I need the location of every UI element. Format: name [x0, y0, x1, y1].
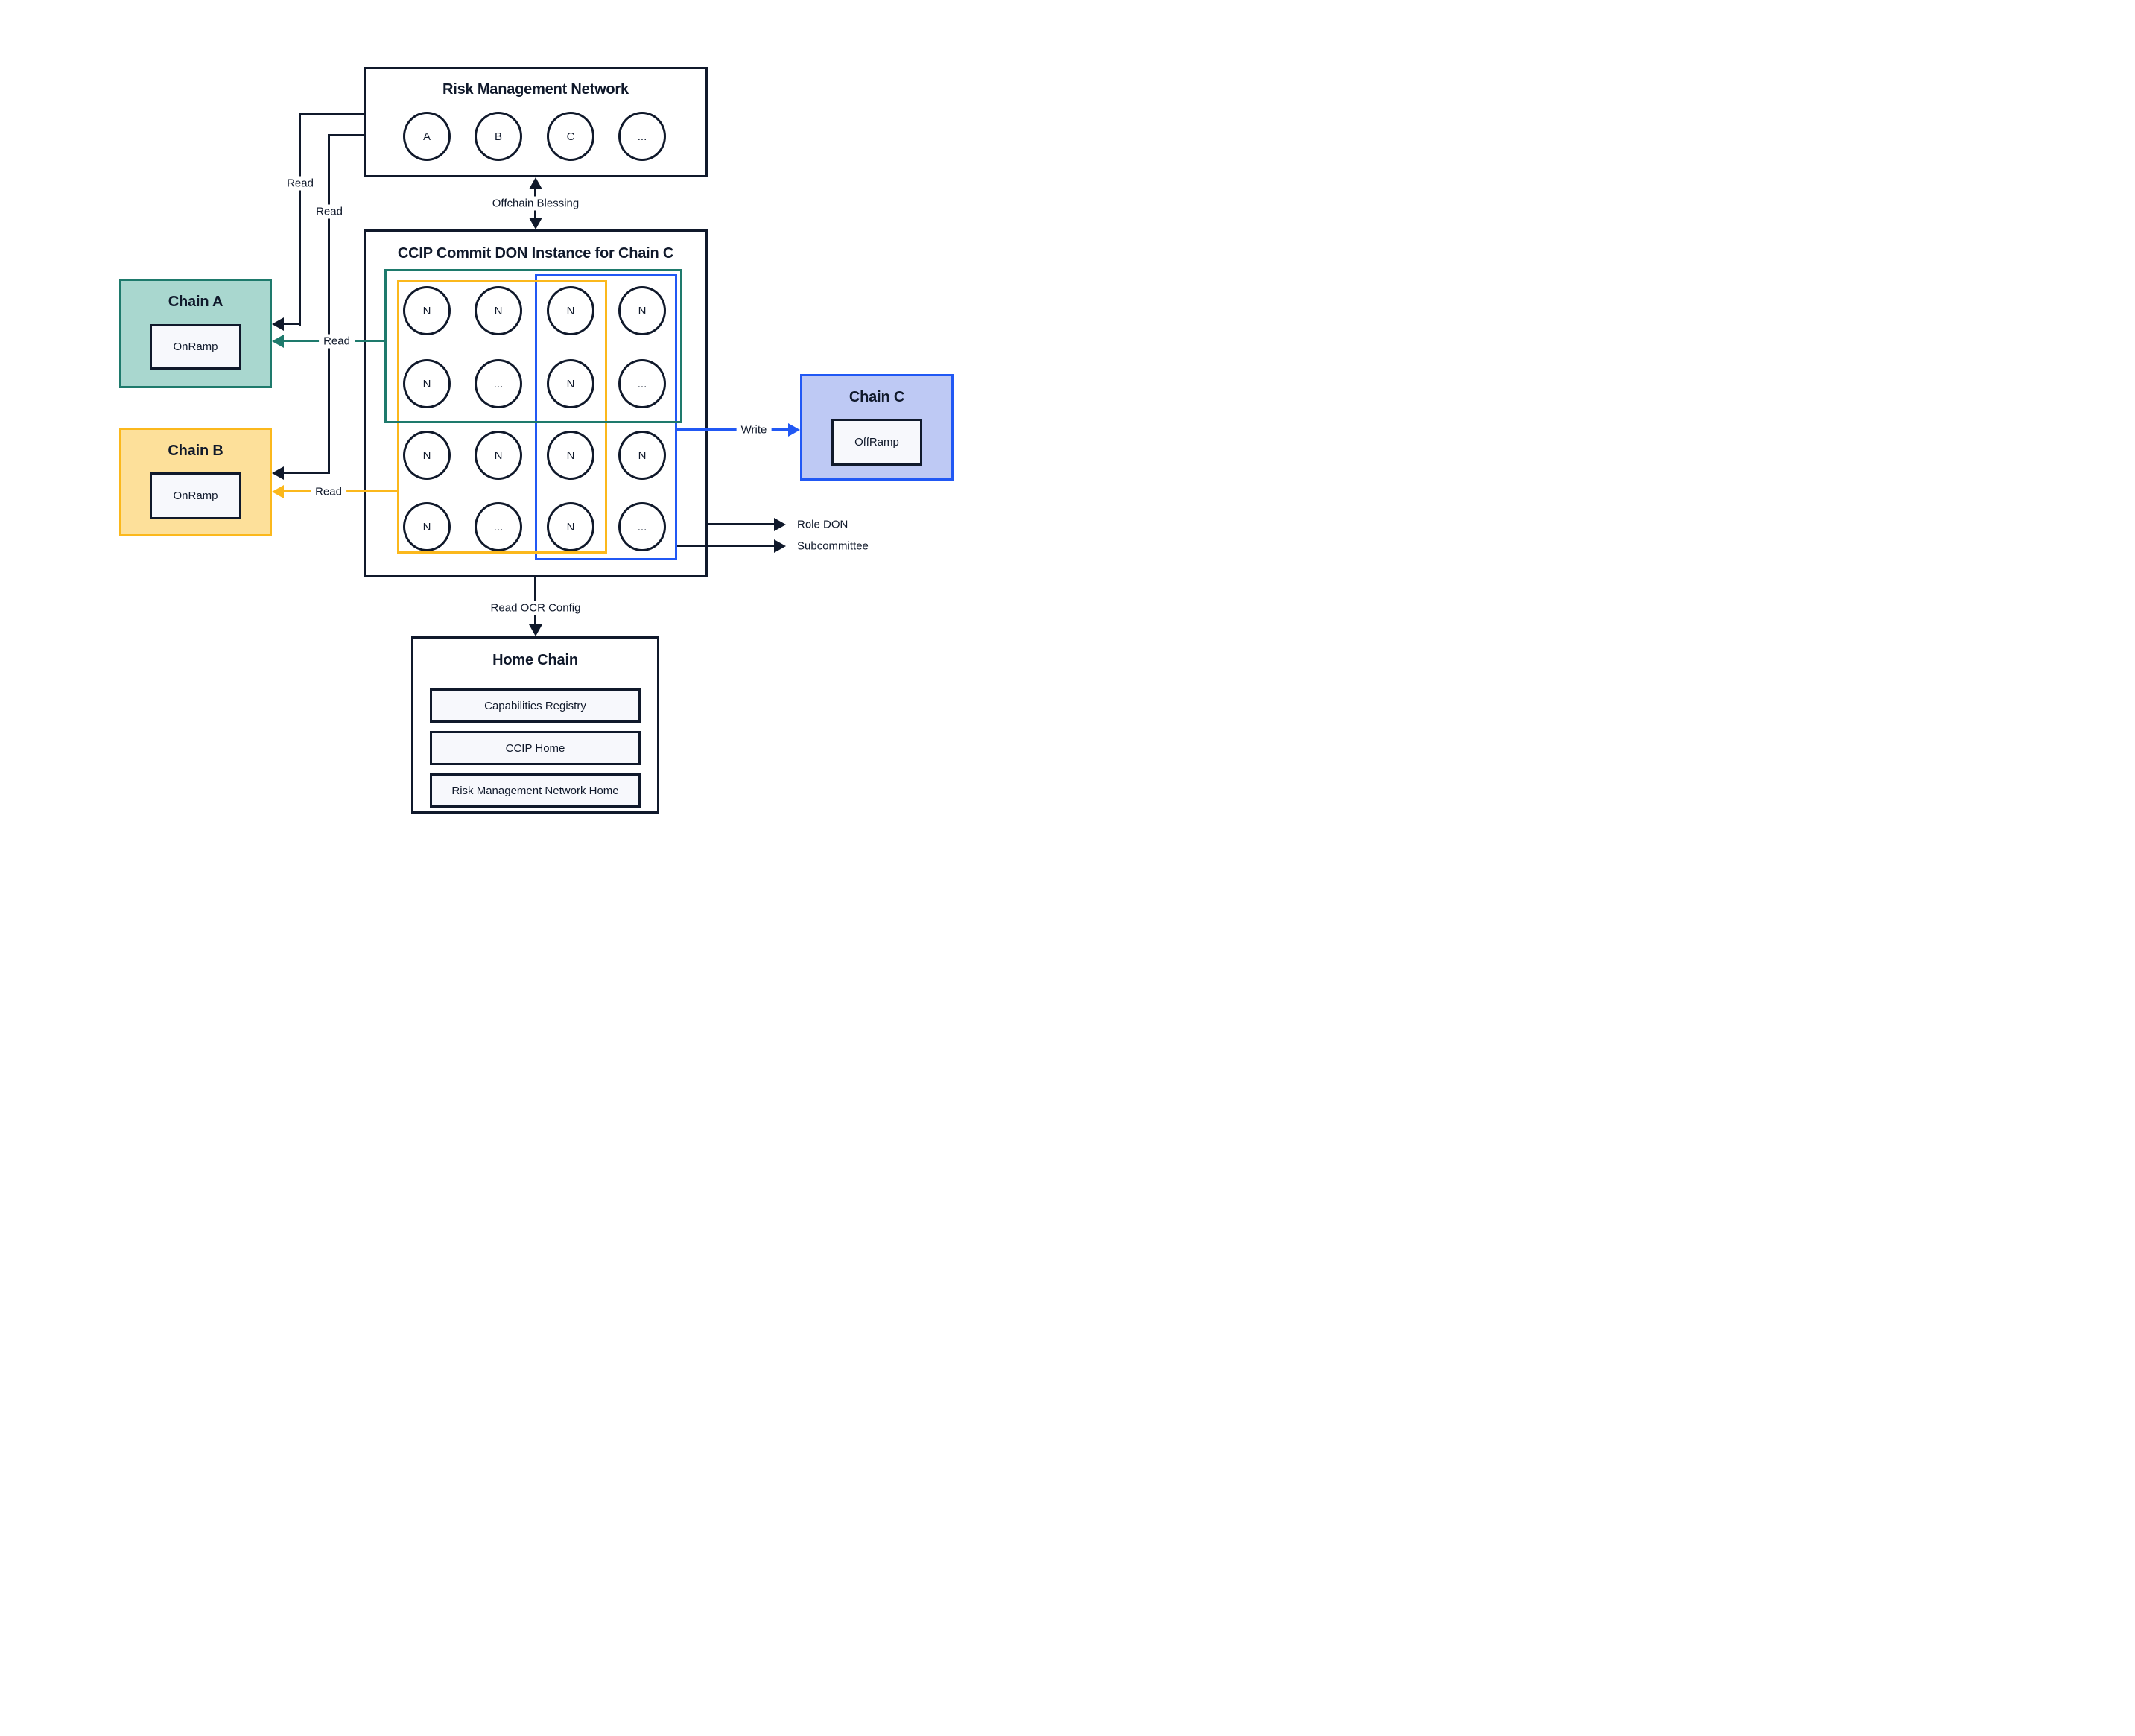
chain-b-title: Chain B [168, 443, 223, 459]
edge-rmn-chain-a-top-segment [300, 113, 364, 115]
don-node: N [618, 286, 666, 335]
subcommittee-yellow-rect [397, 280, 607, 554]
edge-rmn-chain-a-vertical-segment [299, 113, 301, 326]
edge-label-read-yellow: Read [311, 484, 346, 499]
don-node: N [403, 502, 451, 551]
rmn-node-b-label: B [494, 130, 502, 143]
rmn-node-more-label: ... [637, 130, 647, 143]
rmn-home-label: Risk Management Network Home [451, 784, 619, 797]
don-node: ... [618, 502, 666, 551]
don-node-label: N [566, 449, 575, 462]
don-node: N [618, 431, 666, 480]
don-node: N [403, 359, 451, 408]
capabilities-registry-label: Capabilities Registry [484, 699, 586, 712]
don-node: ... [618, 359, 666, 408]
don-node: ... [475, 359, 522, 408]
don-node-label: N [422, 449, 431, 462]
don-node-label: N [566, 304, 575, 317]
edge-offchain-blessing-arrowhead-up [529, 177, 542, 189]
rmn-node-a-label: A [422, 130, 431, 143]
edge-offchain-blessing-arrowhead-down [529, 218, 542, 229]
don-node-label: N [422, 304, 431, 317]
edge-rmn-chain-a-end-segment [282, 323, 301, 325]
edge-rmn-chain-a-arrowhead [272, 317, 284, 331]
don-node: N [547, 359, 594, 408]
don-node-label: N [638, 449, 647, 462]
edge-role-don-arrowhead [774, 518, 786, 531]
don-node: N [475, 431, 522, 480]
rmn-node-b: B [475, 112, 522, 161]
chain-c-offramp-box: OffRamp [831, 419, 922, 466]
ccip-home-box: CCIP Home [430, 731, 641, 765]
don-node-label: ... [493, 377, 504, 390]
risk-management-network-title: Risk Management Network [442, 81, 629, 98]
rmn-node-c: C [547, 112, 594, 161]
chain-a-onramp-box: OnRamp [150, 324, 241, 370]
don-node-label: N [494, 449, 503, 462]
don-node: N [547, 431, 594, 480]
don-node-label: ... [493, 520, 504, 533]
edge-label-read-rmn-b: Read [311, 204, 347, 219]
don-node-label: N [638, 304, 647, 317]
don-node: N [403, 286, 451, 335]
edge-label-read-teal: Read [319, 334, 355, 349]
edge-subcommittee-arrowhead [774, 539, 786, 553]
edge-rmn-chain-b-top-segment [329, 134, 364, 136]
chain-b-onramp-label: OnRamp [173, 490, 218, 502]
edge-label-write: Write [736, 422, 772, 437]
don-node-label: N [566, 377, 575, 390]
edge-label-offchain-blessing: Offchain Blessing [487, 196, 584, 211]
chain-a-onramp-label: OnRamp [173, 340, 218, 353]
edge-rmn-chain-b-end-segment [282, 472, 330, 474]
edge-rmn-chain-b-arrowhead [272, 466, 284, 480]
don-node: N [403, 431, 451, 480]
chain-c-title: Chain C [848, 389, 905, 405]
edge-write-arrowhead [788, 423, 800, 437]
don-node-label: N [422, 520, 431, 533]
edge-write-line [677, 428, 788, 431]
ccip-architecture-diagram: Risk Management Network A B C ... CCIP C… [0, 0, 1068, 868]
edge-label-role-don: Role DON [797, 517, 848, 532]
don-node: N [547, 502, 594, 551]
edge-read-ocr-arrowhead [529, 624, 542, 636]
home-chain-title: Home Chain [492, 652, 578, 668]
don-node: N [475, 286, 522, 335]
don-node-label: ... [637, 520, 647, 533]
edge-label-read-ocr-config: Read OCR Config [486, 601, 586, 615]
edge-subcommittee-line [677, 545, 775, 547]
don-node-label: N [422, 377, 431, 390]
don-node: N [547, 286, 594, 335]
don-node-label: ... [637, 377, 647, 390]
edge-rmn-chain-b-vertical-segment [328, 134, 330, 474]
rmn-home-box: Risk Management Network Home [430, 773, 641, 808]
subcommittee-teal-rect [384, 269, 682, 423]
rmn-node-a: A [403, 112, 451, 161]
subcommittee-blue-rect [535, 274, 677, 560]
ccip-home-label: CCIP Home [505, 741, 565, 755]
capabilities-registry-box: Capabilities Registry [430, 688, 641, 723]
chain-c-offramp-label: OffRamp [854, 436, 899, 449]
don-node: ... [475, 502, 522, 551]
chain-a-title: Chain A [168, 294, 223, 310]
don-node-label: N [494, 304, 503, 317]
edge-teal-read-arrowhead [272, 335, 284, 348]
edge-role-don-line [708, 523, 775, 525]
edge-label-subcommittee: Subcommittee [797, 539, 869, 554]
edge-yellow-read-arrowhead [272, 485, 284, 498]
chain-b-onramp-box: OnRamp [150, 472, 241, 519]
rmn-node-c-label: C [566, 130, 575, 143]
don-node-label: N [566, 520, 575, 533]
edge-label-read-rmn-a: Read [282, 176, 318, 191]
rmn-node-more: ... [618, 112, 666, 161]
ccip-commit-don-title: CCIP Commit DON Instance for Chain C [397, 245, 674, 262]
